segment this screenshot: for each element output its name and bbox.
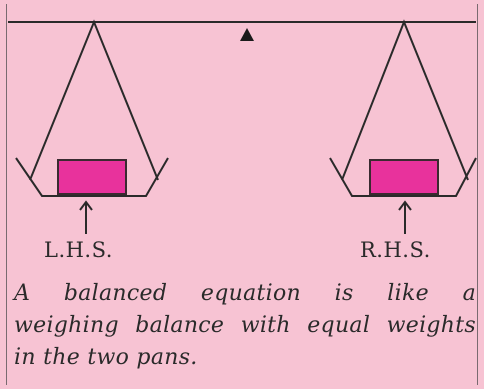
- caption: A balanced equation is like a weighing b…: [14, 278, 480, 374]
- left-arrow-head: [79, 200, 93, 211]
- right-pan-strings: [341, 19, 469, 181]
- right-arrow-head: [398, 200, 412, 211]
- right-pan-dish: [329, 157, 477, 197]
- caption-line-1: A balanced equation is like a: [14, 281, 476, 306]
- figure-frame: [6, 4, 478, 385]
- left-pan-strings: [29, 19, 159, 181]
- left-weight: [57, 159, 127, 195]
- right-weight: [369, 159, 439, 195]
- lhs-label: L.H.S.: [44, 238, 113, 262]
- left-pan: [15, 19, 169, 234]
- left-pan-dish: [15, 157, 169, 197]
- caption-line-2: weighing balance with equal weights: [14, 313, 476, 338]
- weighing-balance-diagram: [8, 19, 477, 234]
- rhs-label: R.H.S.: [360, 238, 431, 262]
- fulcrum-triangle: [240, 28, 254, 41]
- right-pan: [329, 19, 477, 234]
- caption-line-3: in the two pans.: [14, 345, 198, 370]
